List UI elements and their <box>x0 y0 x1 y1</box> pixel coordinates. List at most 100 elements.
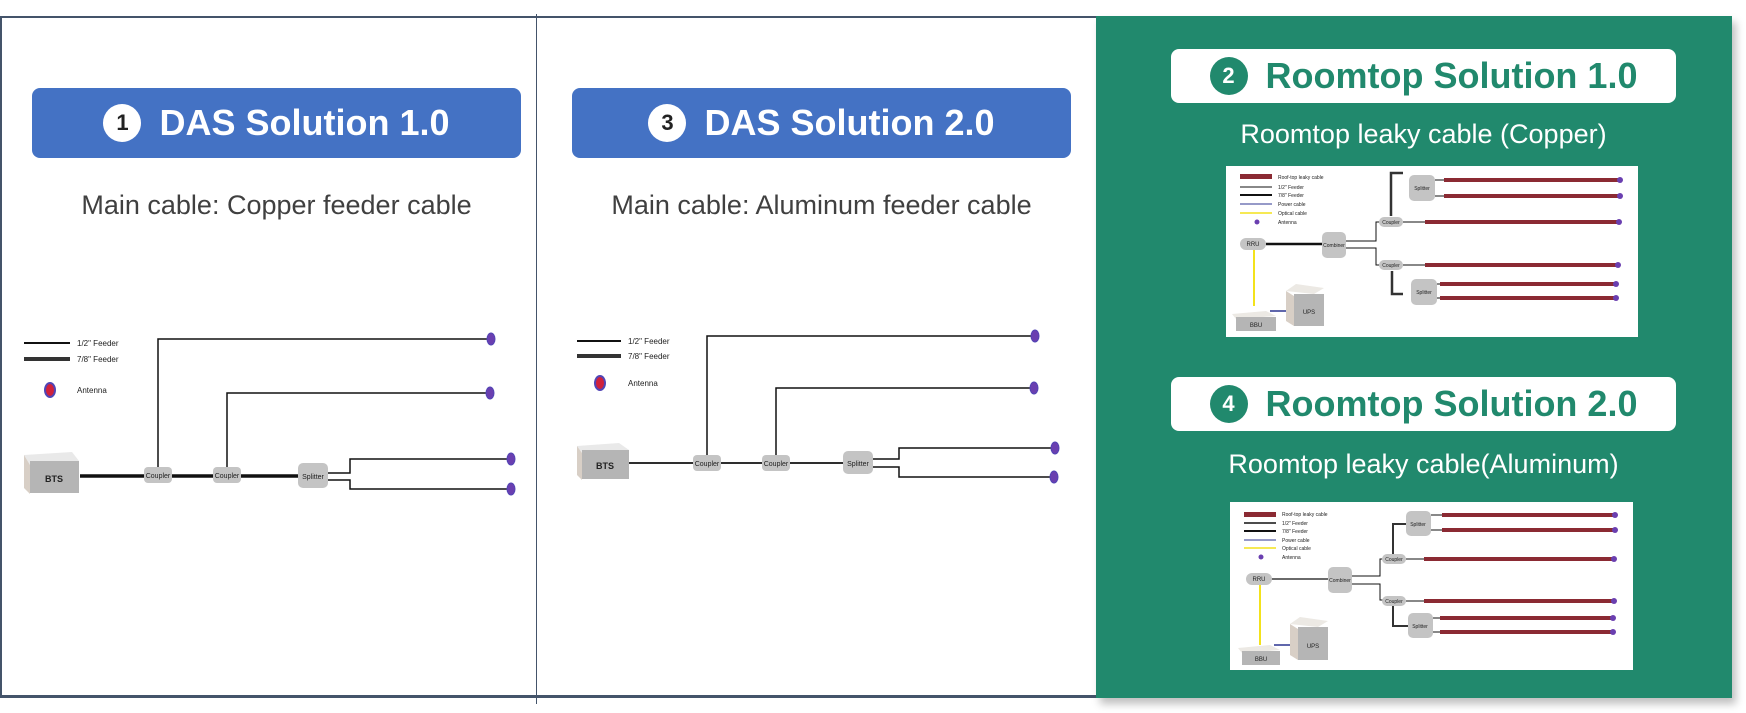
antenna-icon <box>1611 598 1617 604</box>
combiner: Combiner <box>1322 232 1346 258</box>
legend-label: Optical cable <box>1278 211 1307 217</box>
leaky-cable <box>1440 282 1615 286</box>
splitter: Splitter <box>1406 511 1431 536</box>
legend-label: 1/2" Feeder <box>1278 185 1304 191</box>
antenna-icon <box>485 386 495 400</box>
leaky-cables <box>1406 512 1618 635</box>
leaky-cable <box>1440 616 1612 620</box>
antenna-icon <box>506 452 516 466</box>
roomtop-solution-1-header: 2 Roomtop Solution 1.0 <box>1171 49 1676 103</box>
legend: 1/2" Feeder 7/8" Feeder Antenna <box>24 339 119 398</box>
roomtop-solution-2-title: Roomtop Solution 2.0 <box>1265 383 1638 424</box>
coupler-label: Coupler <box>146 473 171 480</box>
legend-label: Antenna <box>1278 220 1297 226</box>
feeder-line <box>328 479 510 490</box>
splitter <box>298 463 328 488</box>
legend-antenna-icon <box>44 382 56 398</box>
das-solution-2-subtitle: Main cable: Aluminum feeder cable <box>611 190 1032 220</box>
legend-label: Power cable <box>1282 538 1310 544</box>
splitter-label: Splitter <box>1412 624 1428 630</box>
feeder-line <box>226 392 490 476</box>
leaky-cable <box>1424 557 1613 561</box>
coupler-label: Coupler <box>1382 263 1400 269</box>
feeder-line <box>873 466 1054 478</box>
feeder-line <box>1390 271 1403 296</box>
combiner-label: Combiner <box>1329 578 1351 584</box>
antenna-icon <box>1611 556 1617 562</box>
das-solution-2-header: 3 DAS Solution 2.0 <box>572 88 1071 158</box>
legend-label: Power cable <box>1278 202 1306 208</box>
roomtop-solution-1-subtitle: Roomtop leaky cable (Copper) <box>1240 119 1607 149</box>
leaky-cable <box>1425 220 1618 224</box>
roomtop-1-diagram: Roof-top leaky cable 1/2" Feeder 7/8" Fe… <box>1226 166 1638 337</box>
antenna-icon <box>1610 629 1616 635</box>
bts-label: BTS <box>45 474 63 484</box>
legend-leaky-cable <box>1244 512 1276 517</box>
step-number-badge: 2 <box>1209 57 1248 95</box>
legend-label: 7/8" Feeder <box>1278 193 1304 199</box>
antenna-icon <box>1615 262 1621 268</box>
coupler: Coupler <box>1379 260 1403 270</box>
legend-label: 1/2" Feeder <box>1282 521 1308 527</box>
legend-leaky-cable <box>1240 174 1272 179</box>
coupler-label: Coupler <box>215 473 240 480</box>
legend-antenna-icon <box>1258 554 1264 560</box>
antenna-icon <box>1613 295 1619 301</box>
coupler <box>213 467 241 483</box>
bbu-unit: BBU <box>1232 311 1276 331</box>
ups-label: UPS <box>1307 644 1319 650</box>
legend-label: 7/8" Feeder <box>628 352 670 361</box>
coupler-label: Coupler <box>1385 599 1403 605</box>
legend-antenna-icon <box>594 375 606 391</box>
splitter <box>843 451 873 474</box>
legend-label: 1/2" Feeder <box>77 339 119 348</box>
legend-label: 7/8" Feeder <box>1282 529 1308 535</box>
feeder-line <box>1392 523 1406 554</box>
antenna-icon <box>1616 219 1622 225</box>
legend-label: Antenna <box>628 379 658 388</box>
coupler: Coupler <box>1379 217 1403 227</box>
roomtop-solution-2-subtitle: Roomtop leaky cable(Aluminum) <box>1228 449 1619 479</box>
legend-antenna-icon <box>1254 219 1260 225</box>
combiner-label: Combiner <box>1323 243 1345 249</box>
ups-unit: UPS <box>1286 284 1324 326</box>
step-number-badge: 3 <box>648 104 687 142</box>
antenna-icon <box>486 332 496 346</box>
panel-divider <box>536 14 537 704</box>
legend: Roof-top leaky cable 1/2" Feeder 7/8" Fe… <box>1240 174 1324 226</box>
das-solution-2-title: DAS Solution 2.0 <box>704 102 995 143</box>
splitter-label: Splitter <box>847 461 869 468</box>
bbu-label: BBU <box>1255 657 1267 663</box>
legend: Roof-top leaky cable 1/2" Feeder 7/8" Fe… <box>1244 512 1328 561</box>
antenna-icon <box>506 482 516 496</box>
antenna-icon <box>1030 329 1040 343</box>
bbu-label: BBU <box>1250 323 1262 329</box>
rru: RRU <box>1240 238 1266 250</box>
leaky-cable <box>1444 178 1619 182</box>
leaky-cables <box>1403 177 1623 301</box>
feeder-line <box>873 447 1055 460</box>
antenna-icon <box>1050 441 1060 455</box>
legend-label: Antenna <box>77 386 107 395</box>
splitter-label: Splitter <box>1416 290 1432 296</box>
bts-label: BTS <box>596 461 614 471</box>
antenna-icon <box>1613 281 1619 287</box>
roomtop-2-diagram: Roof-top leaky cable 1/2" Feeder 7/8" Fe… <box>1230 502 1633 670</box>
coupler: Coupler <box>1382 596 1406 606</box>
coupler: Coupler <box>1382 554 1406 564</box>
splitter: Splitter <box>1409 175 1435 201</box>
leaky-cable <box>1440 296 1615 300</box>
coupler-label: Coupler <box>695 461 720 468</box>
coupler-label: Coupler <box>1382 220 1400 226</box>
legend-label: Optical cable <box>1282 546 1311 552</box>
rru-label: RRU <box>1253 577 1266 583</box>
legend-label: 1/2" Feeder <box>628 337 670 346</box>
coupler-label: Coupler <box>1385 557 1403 563</box>
antenna-icon <box>1617 177 1623 183</box>
coupler-label: Coupler <box>764 461 789 468</box>
rru: RRU <box>1246 573 1272 585</box>
feeder-line <box>157 338 490 476</box>
legend: 1/2" Feeder 7/8" Feeder Antenna <box>577 337 670 391</box>
splitter-label: Splitter <box>1410 522 1426 528</box>
legend-label: Antenna <box>1282 555 1301 561</box>
